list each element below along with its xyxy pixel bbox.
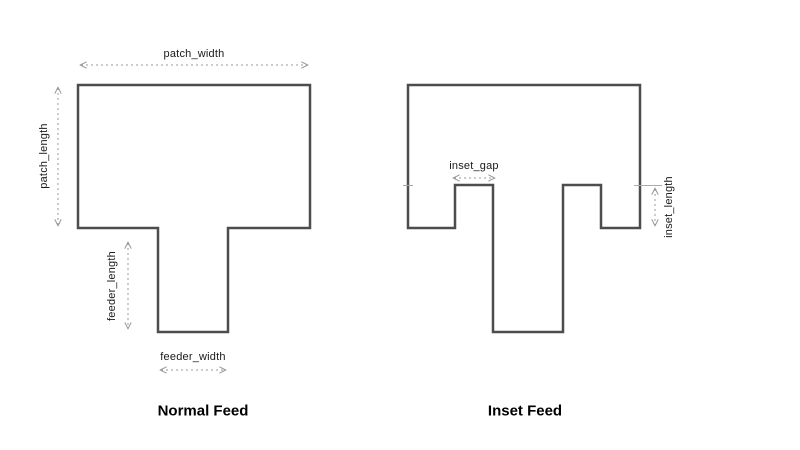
feeder-width-label: feeder_width xyxy=(160,351,226,363)
inset-gap-label: inset_gap xyxy=(449,160,499,172)
inset-length-label: inset_length xyxy=(663,176,675,238)
normal-feed-patch-outline xyxy=(76,83,312,334)
feeder-length-label: feeder_length xyxy=(106,251,118,321)
patch-width-label: patch_width xyxy=(163,48,225,60)
patch-length-label: patch_length xyxy=(38,123,50,189)
inset-feed-patch-outline xyxy=(406,83,642,334)
inset-feed-title: Inset Feed xyxy=(487,402,563,420)
normal-feed-title: Normal Feed xyxy=(157,402,249,420)
